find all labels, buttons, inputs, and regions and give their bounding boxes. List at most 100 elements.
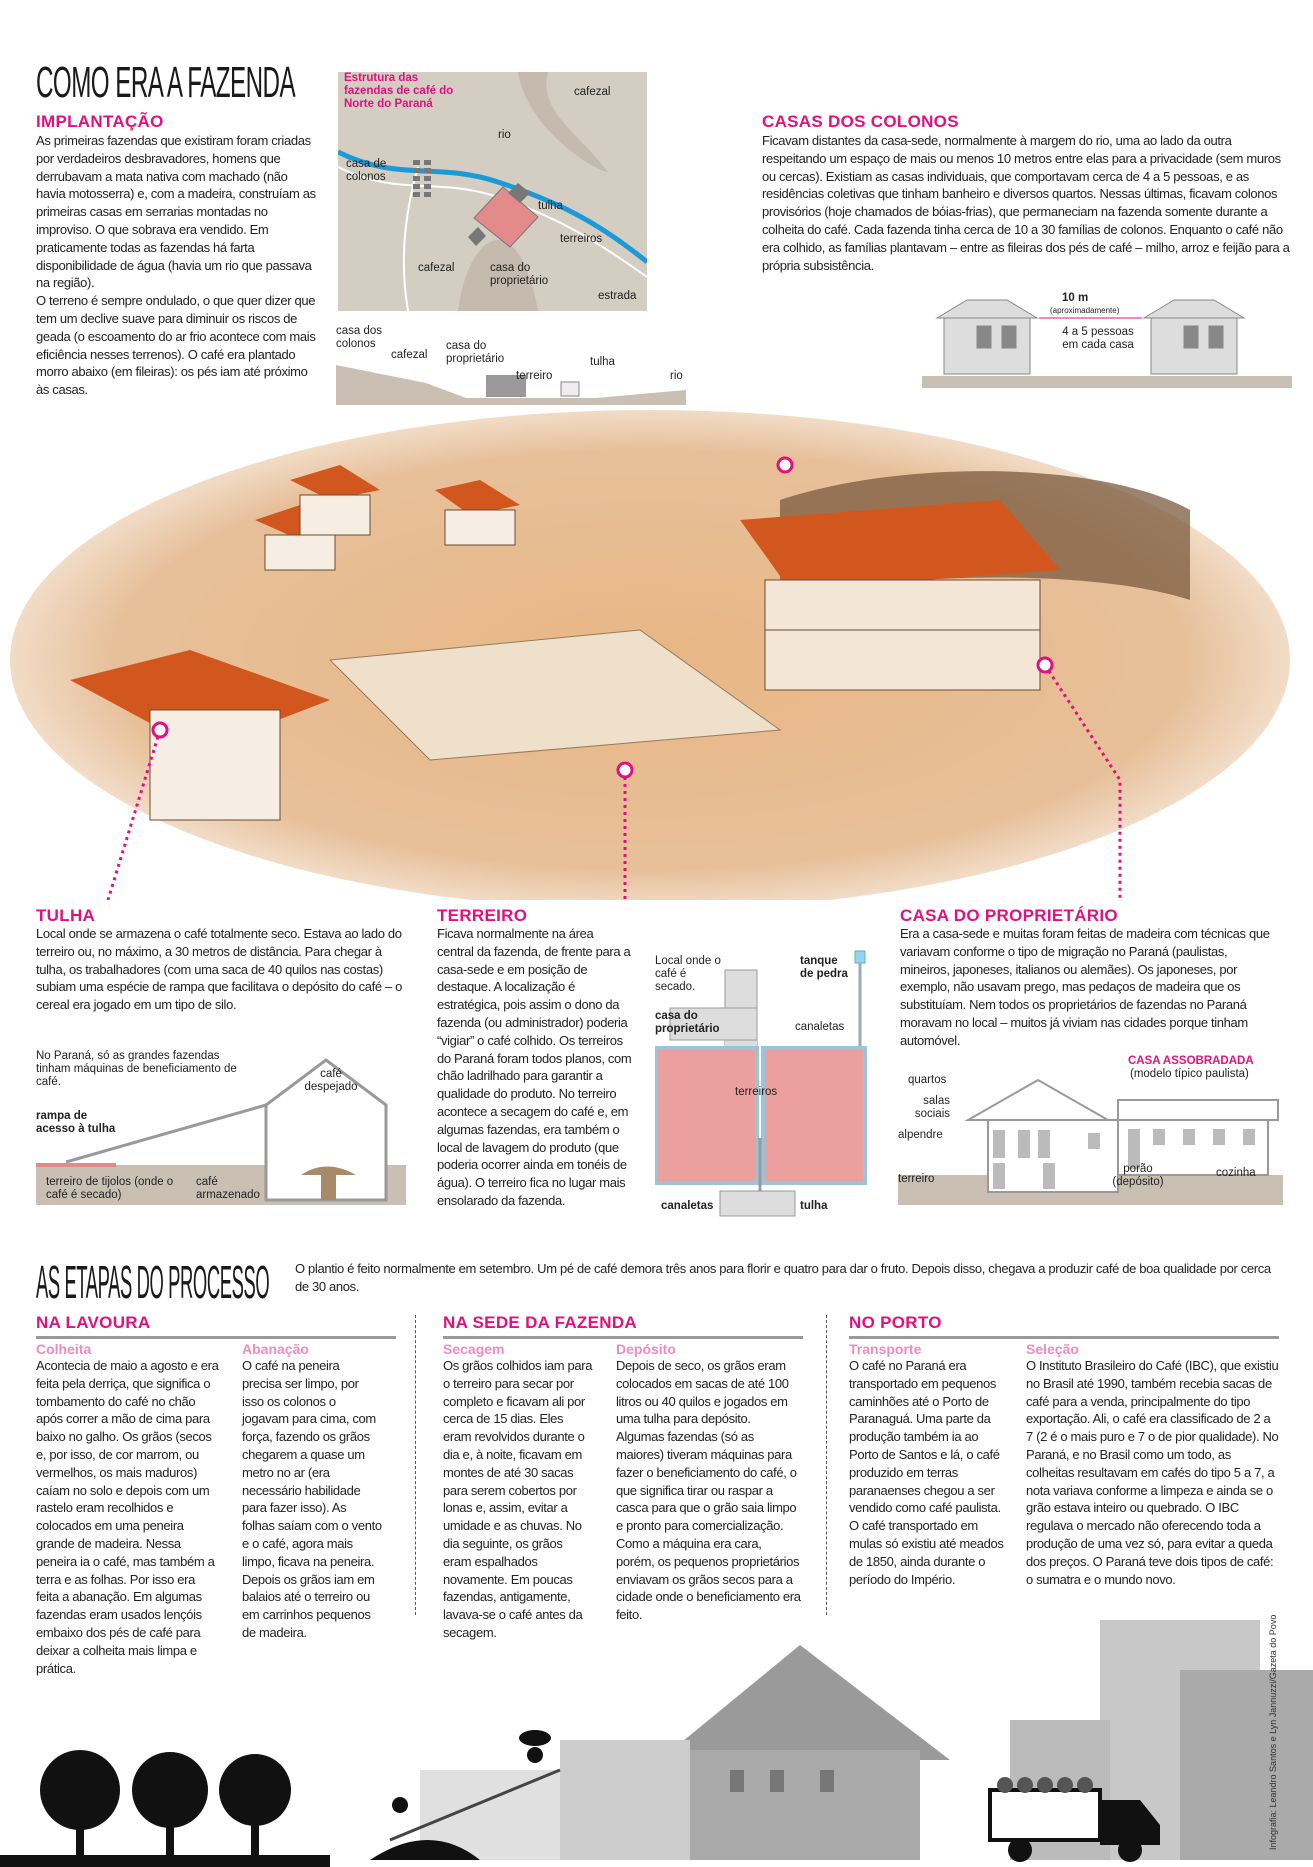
map-label-casa-colonos: casa de colonos — [346, 158, 387, 183]
tulha-text: Local onde se armazena o café totalmente… — [36, 926, 403, 1013]
profile-tulha: tulha — [590, 356, 615, 368]
map-label-terreiros: terreiros — [560, 233, 603, 245]
process-illustration — [0, 1620, 1313, 1867]
distance-label: 10 m — [1062, 292, 1089, 304]
section-rule — [849, 1336, 1279, 1339]
map-label-rio: rio — [498, 129, 511, 141]
sede-house — [420, 1645, 950, 1860]
secagem-text: Os grãos colhidos iam para o terreiro pa… — [443, 1358, 593, 1640]
etapas-intro: O plantio é feito normalmente em setembr… — [295, 1261, 1271, 1294]
casa-terreiro-label: terreiro — [898, 1173, 935, 1185]
profile-casa-colonos: casa dos colonos — [336, 325, 383, 350]
subheading-abanacao: Abanação — [242, 1341, 309, 1357]
casa-sede-drawing — [740, 500, 1060, 691]
proprietario-text: Era a casa-sede e muitas foram feitas de… — [900, 926, 1270, 1048]
map-title: Estrutura das fazendas de café do Norte … — [344, 72, 454, 110]
map-label-cafezal-2: cafezal — [418, 262, 455, 274]
modelo-label: (modelo típico paulista) — [1130, 1068, 1249, 1080]
tulha-drawing — [70, 650, 330, 821]
rampa-label: rampa de acesso à tulha — [36, 1110, 116, 1135]
truck-silhouette — [988, 1777, 1160, 1862]
proprietario-heading: CASA DO PROPRIETÁRIO — [900, 906, 1118, 925]
terreiro-tulha-label: tulha — [800, 1200, 828, 1212]
subheading-transporte: Transporte — [849, 1341, 922, 1357]
casa-assobradada-diagram: CASA ASSOBRADADA (modelo típico paulista… — [898, 1055, 1283, 1205]
terreiro-local-label: Local onde o café é secado. — [655, 955, 721, 993]
terrain-profile: casa dos colonos cafezal casa do proprie… — [336, 325, 686, 405]
abanacao-text: O café na peneira precisa ser limpo, por… — [242, 1358, 382, 1640]
map-label-casa-proprietario: casa do proprietário — [490, 262, 549, 287]
page-title: COMO ERA A FAZENDA — [36, 58, 296, 107]
assobradada-label: CASA ASSOBRADADA — [1128, 1055, 1254, 1067]
section-rule — [36, 1336, 396, 1339]
selecao-text: O Instituto Brasileiro do Café (IBC), qu… — [1026, 1358, 1279, 1587]
tulha-drawing — [36, 1058, 406, 1205]
alpendre-label: alpendre — [898, 1129, 943, 1141]
separator — [415, 1315, 416, 1615]
map-label-tulha: tulha — [538, 200, 563, 212]
terreiro-text: Ficava normalmente na área central da fa… — [437, 926, 632, 1208]
map-label-estrada: estrada — [598, 290, 637, 302]
farm-map: Estrutura das fazendas de café do Norte … — [338, 72, 647, 311]
despejado-label: café despejado — [304, 1068, 358, 1093]
section-heading: NA LAVOURA — [36, 1313, 151, 1332]
subheading-selecao: Seleção — [1026, 1341, 1079, 1357]
subheading-deposito: Depósito — [616, 1341, 676, 1357]
tanque-label: tanque de pedra — [800, 955, 848, 980]
colonos-text: Ficavam distantes da casa-sede, normalme… — [762, 133, 1290, 273]
terreiro-heading: TERREIRO — [437, 906, 528, 925]
terreiro-drawing — [328, 629, 782, 761]
farm-illustration — [10, 410, 1290, 900]
implantacao-paragraph-2: O terreno é sempre ondulado, o que quer … — [36, 293, 316, 398]
terreiros-label: terreiros — [735, 1086, 778, 1098]
map-label-cafezal: cafezal — [574, 86, 611, 98]
tulha-heading: TULHA — [36, 906, 96, 925]
section-heading: NA SEDE DA FAZENDA — [443, 1313, 637, 1332]
workers-silhouettes — [370, 1730, 561, 1860]
credit: Infografia: Leandro Santos e Lyn Jannuzz… — [1268, 1614, 1278, 1850]
callout-lines — [106, 664, 1122, 900]
profile-cafezal: cafezal — [391, 349, 428, 361]
casa-drawing — [898, 1078, 1283, 1205]
armazenado-label: café armazenado — [196, 1176, 260, 1201]
people-label: 4 a 5 pessoas em cada casa — [1062, 326, 1134, 351]
quartos-label: quartos — [908, 1074, 947, 1086]
tulha-note: No Paraná, só as grandes fazendas tinham… — [36, 1050, 237, 1088]
porao-label: porão (depósito) — [1112, 1163, 1164, 1188]
profile-rio: rio — [670, 370, 683, 382]
implantacao-text: As primeiras fazendas que existiram fora… — [36, 132, 318, 399]
cozinha-label: cozinha — [1216, 1167, 1256, 1179]
salas-label: salas sociais — [914, 1095, 950, 1120]
section-heading: NO PORTO — [849, 1313, 942, 1332]
canaletas-bottom-label: canaletas — [661, 1200, 714, 1212]
implantacao-heading: IMPLANTAÇÃO — [36, 112, 164, 131]
implantacao-paragraph-1: As primeiras fazendas que existiram fora… — [36, 133, 316, 291]
houses-drawing — [922, 299, 1292, 388]
callout-markers — [151, 456, 1054, 779]
subheading-colheita: Colheita — [36, 1341, 92, 1357]
separator — [826, 1315, 827, 1615]
etapas-title: AS ETAPAS DO PROCESSO — [36, 1256, 270, 1308]
terreiro-casa-label: casa do proprietário — [655, 1010, 720, 1035]
terreiro-tijolos-label: terreiro de tijolos (onde o café é secad… — [46, 1176, 174, 1201]
transporte-text: O café no Paraná era transportado em peq… — [849, 1358, 1004, 1587]
profile-casa-proprietario: casa do proprietário — [446, 340, 505, 365]
colheita-text: Acontecia de maio a agosto e era feita p… — [36, 1358, 219, 1676]
colonos-houses-diagram: 10 m (aproximadamente) 4 a 5 pessoas em … — [922, 292, 1292, 388]
terreiro-drawing — [653, 950, 867, 1217]
section-rule — [443, 1336, 803, 1339]
colonos-heading: CASAS DOS COLONOS — [762, 112, 959, 131]
deposito-text: Depois de seco, os grãos eram colocados … — [616, 1358, 801, 1623]
profile-drawing — [336, 365, 686, 405]
trees-silhouettes — [0, 1750, 330, 1867]
subheading-secagem: Secagem — [443, 1341, 505, 1357]
tulha-diagram: No Paraná, só as grandes fazendas tinham… — [36, 1050, 406, 1205]
map-drawing — [338, 72, 647, 311]
terreiro-diagram: Local onde o café é secado. tanque de pe… — [653, 948, 870, 1218]
profile-terreiro: terreiro — [516, 370, 553, 382]
canaletas-top-label: canaletas — [795, 1021, 845, 1033]
approx-label: (aproximadamente) — [1050, 306, 1120, 315]
